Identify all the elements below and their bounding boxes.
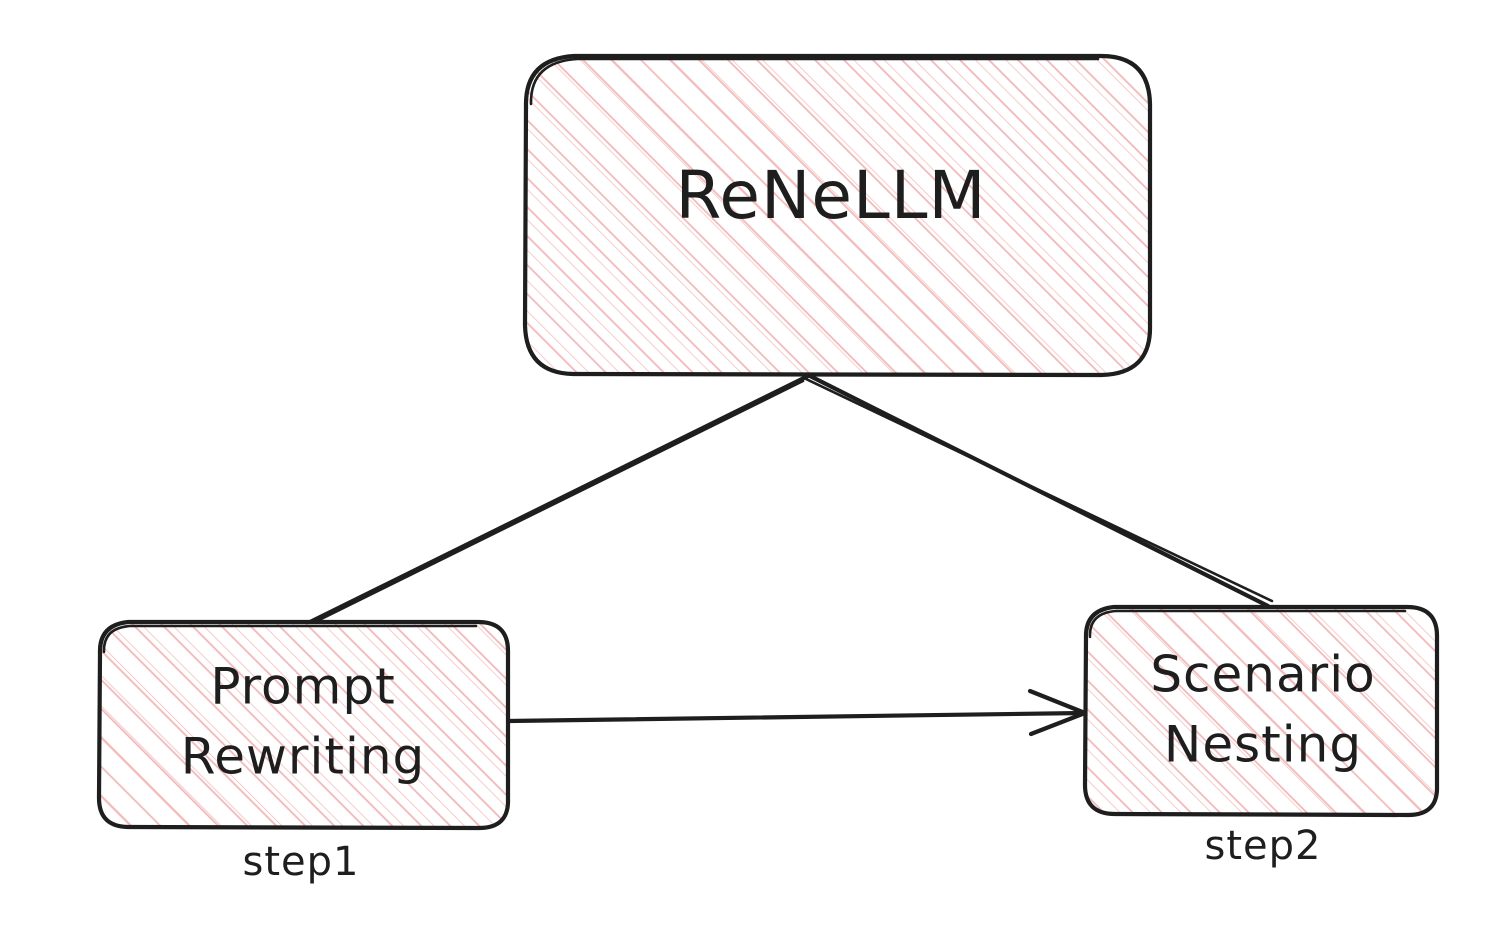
edge-prompt-rewriting-to-scenario-nesting[interactable]	[505, 688, 1088, 737]
edge-renellm-to-scenario-nesting[interactable]	[804, 373, 1274, 609]
edge-line-left	[303, 373, 811, 627]
edge-line-horizontal	[505, 710, 1087, 724]
edge-line-right-sketch	[804, 377, 1274, 603]
prompt-rewriting-box-outline	[96, 619, 511, 831]
prompt-rewriting-box-outline-sketch	[102, 624, 478, 654]
prompt-rewriting-label-line2: Rewriting	[181, 728, 426, 786]
renellm-hatch-fill	[525, 56, 1150, 375]
prompt-rewriting-hatch-fill	[99, 622, 508, 828]
prompt-rewriting-label-line1: Prompt	[210, 658, 395, 716]
scenario-nesting-box-outline-sketch	[1088, 609, 1407, 639]
scenario-nesting-label-line1: Scenario	[1150, 646, 1375, 704]
step1-label: step1	[243, 839, 360, 885]
renellm-label: ReNeLLM	[676, 157, 987, 234]
scenario-nesting-label-line2: Nesting	[1164, 716, 1362, 774]
scenario-nesting-box-outline	[1082, 604, 1440, 818]
node-renellm[interactable]: ReNeLLM	[515, 46, 1160, 386]
step2-label: step2	[1205, 823, 1322, 869]
renellm-box-outline-sketch	[529, 57, 1100, 106]
renellm-box-outline	[522, 53, 1153, 378]
edge-line-left-sketch	[301, 379, 805, 630]
edge-renellm-to-prompt-rewriting[interactable]	[301, 373, 811, 630]
node-scenario-nesting[interactable]: Scenario Nesting	[1076, 598, 1446, 825]
node-prompt-rewriting[interactable]: Prompt Rewriting	[90, 613, 520, 839]
scenario-nesting-hatch-fill	[1085, 607, 1437, 815]
